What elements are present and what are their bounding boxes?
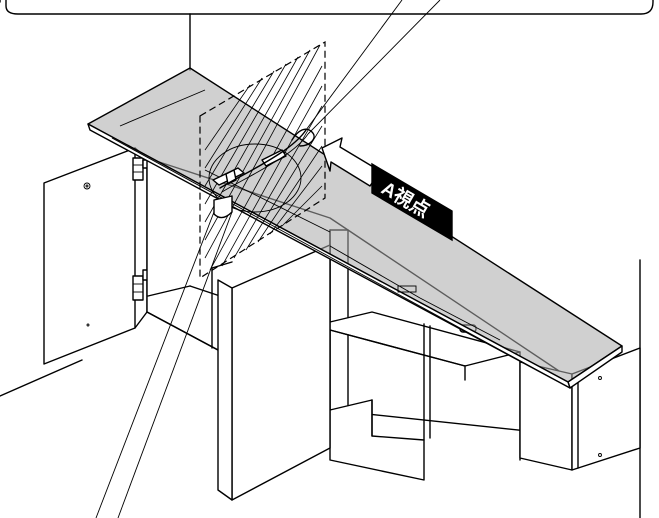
cable-bundle (291, 128, 315, 147)
leader-lines (95, 0, 441, 518)
detail-zone (199, 40, 326, 280)
left-door (43, 147, 148, 365)
glass-top (87, 67, 623, 389)
bracket (213, 195, 233, 219)
center-door (211, 244, 331, 501)
view-label-box (371, 162, 453, 242)
callout-box-top (0, 0, 654, 15)
door-knob (83, 182, 91, 190)
cable (219, 129, 307, 189)
